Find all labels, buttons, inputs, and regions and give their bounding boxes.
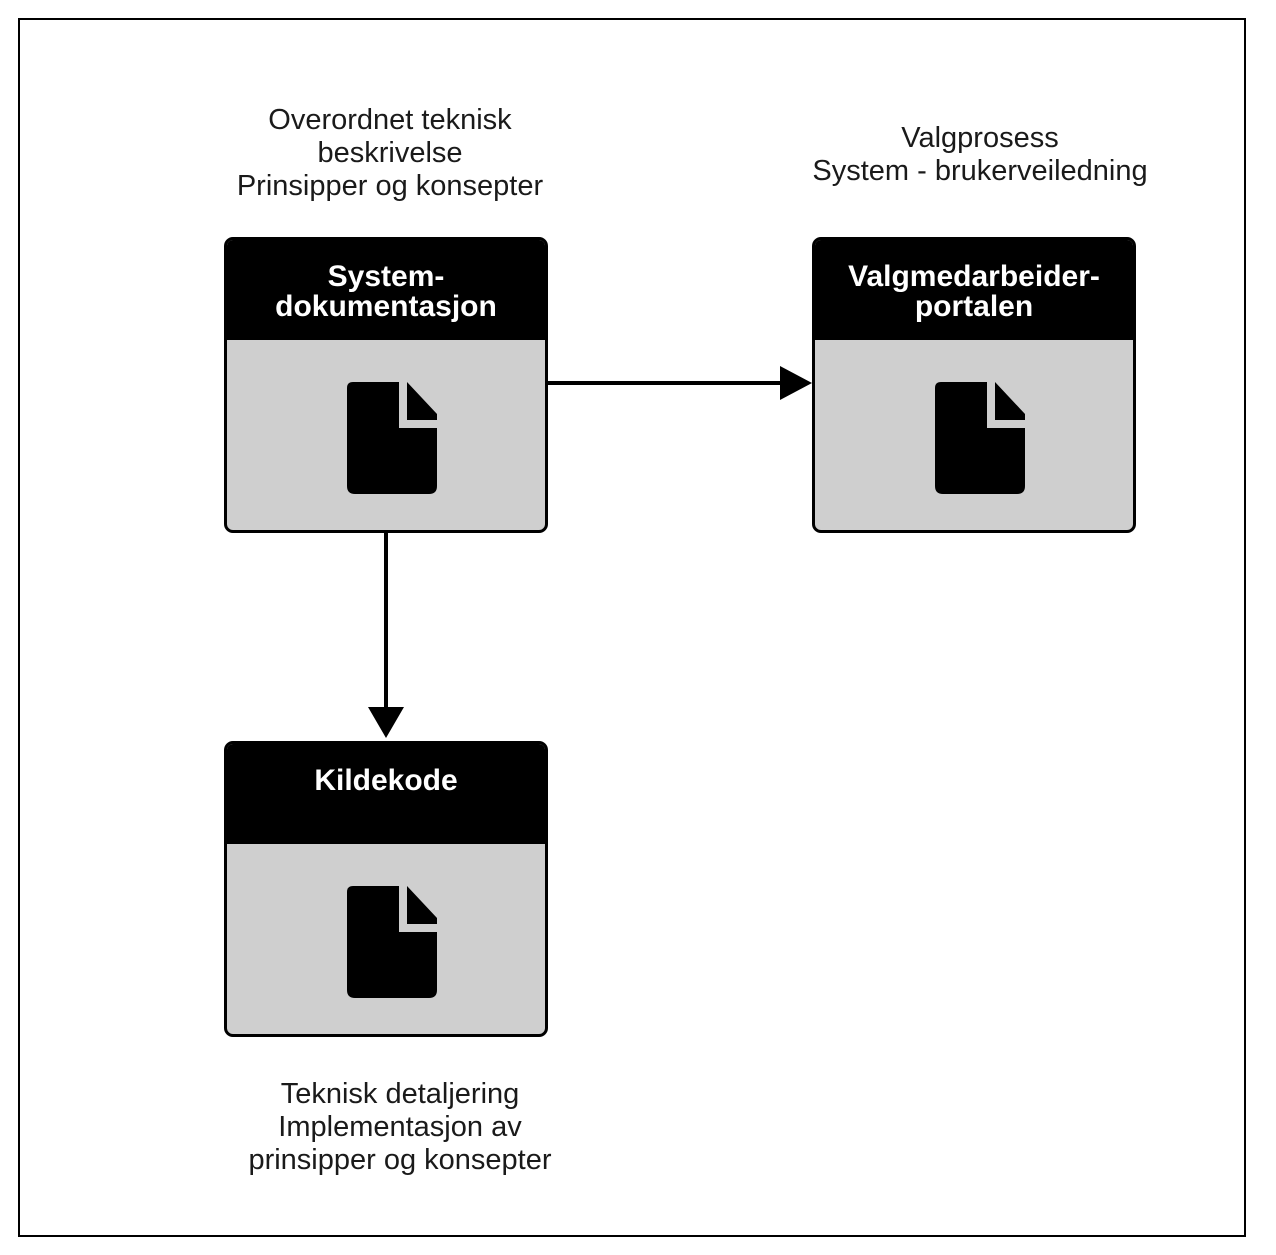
caption-line: prinsipper og konsepter [248, 1144, 552, 1176]
caption-line: Overordnet teknisk [268, 104, 512, 136]
node-title-line: portalen [914, 290, 1034, 323]
node-header: Kildekode [227, 744, 545, 844]
node-title-line: Kildekode [314, 764, 458, 797]
caption-line: Implementasjon av [278, 1111, 522, 1143]
caption-kildekode: Teknisk detaljering Implementasjon av pr… [200, 1078, 600, 1177]
caption-systemdokumentasjon: Overordnet teknisk beskrivelse Prinsippe… [190, 104, 590, 203]
node-header: Valgmedarbeider- portalen [815, 240, 1133, 340]
document-icon [347, 382, 437, 494]
diagram-frame [18, 18, 1246, 1237]
node-title-line: dokumentasjon [275, 290, 497, 323]
node-header: System- dokumentasjon [227, 240, 545, 340]
document-icon [935, 382, 1025, 494]
node-kildekode[interactable]: Kildekode [224, 741, 548, 1037]
caption-valgmedarbeiderportalen: Valgprosess System - brukerveiledning [770, 122, 1190, 188]
node-title-line: Valgmedarbeider- [848, 260, 1100, 293]
node-valgmedarbeiderportalen[interactable]: Valgmedarbeider- portalen [812, 237, 1136, 533]
node-systemdokumentasjon[interactable]: System- dokumentasjon [224, 237, 548, 533]
caption-line: Teknisk detaljering [280, 1078, 520, 1110]
document-icon [347, 886, 437, 998]
caption-line: beskrivelse [317, 137, 463, 169]
arrow-systemdok-to-portal [548, 366, 812, 400]
arrow-systemdok-to-kildekode [368, 532, 404, 738]
caption-line: Valgprosess [901, 122, 1059, 154]
node-title-line: System- [327, 260, 445, 293]
caption-line: Prinsipper og konsepter [236, 170, 544, 202]
caption-line: System - brukerveiledning [812, 155, 1148, 187]
